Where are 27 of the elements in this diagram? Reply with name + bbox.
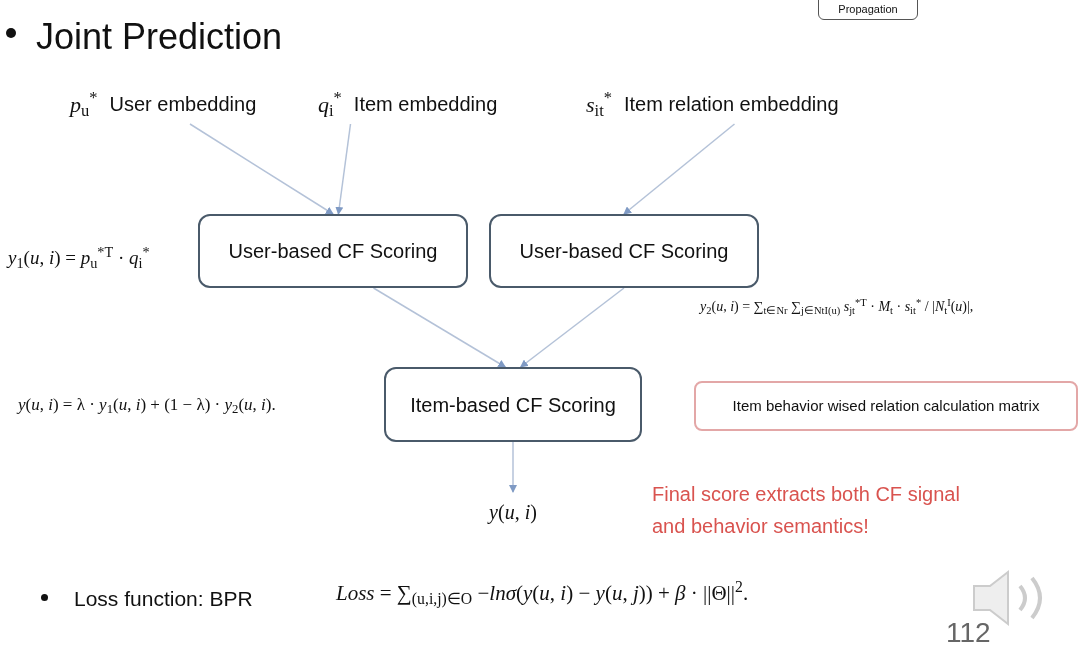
process-box [198, 214, 468, 288]
slide-title: Joint Prediction [36, 15, 283, 59]
formula: y(u, i) = λ · y$_{1}$(u, i) + (1 − λ) · y$_{2}$(u, i). [18, 394, 277, 418]
node-text: User embedding [109, 92, 257, 117]
node-text: User-based CF Scoring [519, 239, 729, 264]
arrow [372, 287, 507, 368]
callout-box [694, 381, 1078, 431]
arrow [335, 123, 352, 215]
note-text: Final score extracts both CF signal and behavior semantics! [652, 482, 961, 539]
page-number: 112 [946, 616, 992, 650]
bullet-text: Loss function: BPR [74, 586, 254, 612]
formula: y$_{2}$(u, i) = ∑$_{t∈Nr}$ ∑$_{j∈NtI(u)}$ s$_{jt}$$^{*T}$ · M$_{t}$ · s$_{it}$$^{*}$ / |N$_{t}$$^{I}$(u)|, [700, 296, 975, 317]
formula: Loss = ∑$_{(u,i,j)∈O}$ −lnσ(y(u, i) − y(u, j)) + β · ||Θ||$^{2}$. [336, 578, 750, 610]
arrow [509, 441, 517, 493]
process-box [489, 214, 759, 288]
node-text: Item behavior wised relation calculation matrix [732, 395, 1040, 416]
node-text: Propagation [838, 1, 898, 17]
node-text: Item embedding [353, 92, 498, 117]
node-text: Item-based CF Scoring [410, 392, 616, 418]
process-box [818, 0, 918, 20]
node-text: y(u, i) [489, 500, 537, 526]
process-box [384, 367, 642, 442]
node-text: User-based CF Scoring [228, 239, 438, 264]
arrow [519, 287, 625, 368]
node-text: Item relation embedding [624, 92, 839, 117]
arrow [623, 123, 736, 215]
arrow [189, 123, 334, 215]
